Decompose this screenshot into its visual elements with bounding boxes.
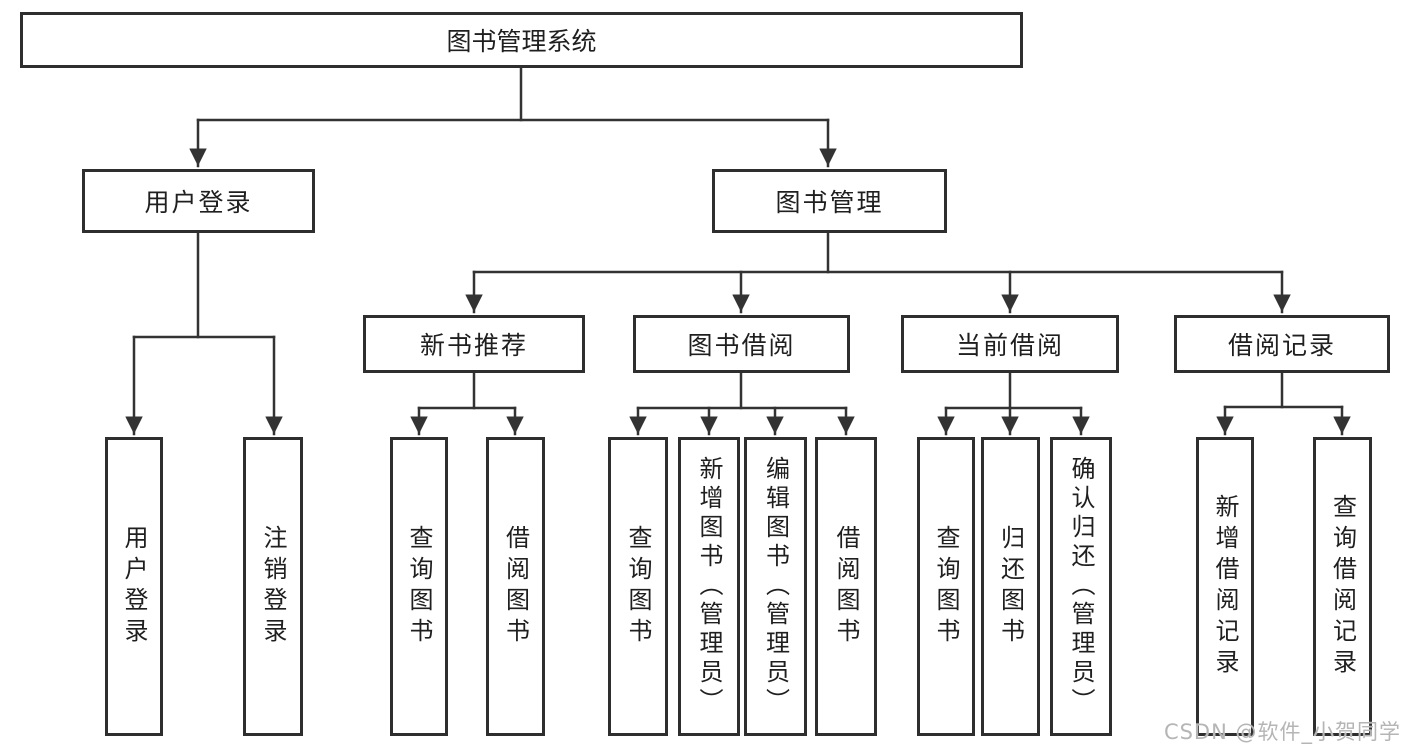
node-library-management-system: 图书管理系统 xyxy=(20,12,1023,68)
node-borrowing-records: 借阅记录 xyxy=(1174,315,1390,373)
leaf-query-borrow-record: 查询借阅记录 xyxy=(1313,437,1372,736)
node-user-login: 用户登录 xyxy=(82,169,315,233)
leaf-confirm-return-admin: 确认归还（管理员） xyxy=(1050,437,1112,736)
leaf-query-books-borrowing: 查询图书 xyxy=(608,437,668,736)
leaf-return-books: 归还图书 xyxy=(981,437,1040,736)
node-current-borrowing: 当前借阅 xyxy=(901,315,1119,373)
leaf-logout: 注销登录 xyxy=(243,437,303,736)
node-new-book-recommendation: 新书推荐 xyxy=(363,315,585,373)
leaf-query-books-recommend: 查询图书 xyxy=(390,437,448,736)
node-book-management: 图书管理 xyxy=(712,169,947,233)
leaf-add-books-admin: 新增图书（管理员） xyxy=(678,437,740,736)
leaf-query-books-current: 查询图书 xyxy=(917,437,975,736)
leaf-borrow-books-recommend: 借阅图书 xyxy=(486,437,545,736)
leaf-user-login: 用户登录 xyxy=(105,437,163,736)
leaf-borrow-books-borrowing: 借阅图书 xyxy=(815,437,877,736)
leaf-edit-books-admin: 编辑图书（管理员） xyxy=(744,437,807,736)
node-book-borrowing: 图书借阅 xyxy=(633,315,850,373)
watermark: CSDN @软件_小贺同学 xyxy=(1163,720,1401,744)
leaf-add-borrow-record: 新增借阅记录 xyxy=(1196,437,1254,736)
